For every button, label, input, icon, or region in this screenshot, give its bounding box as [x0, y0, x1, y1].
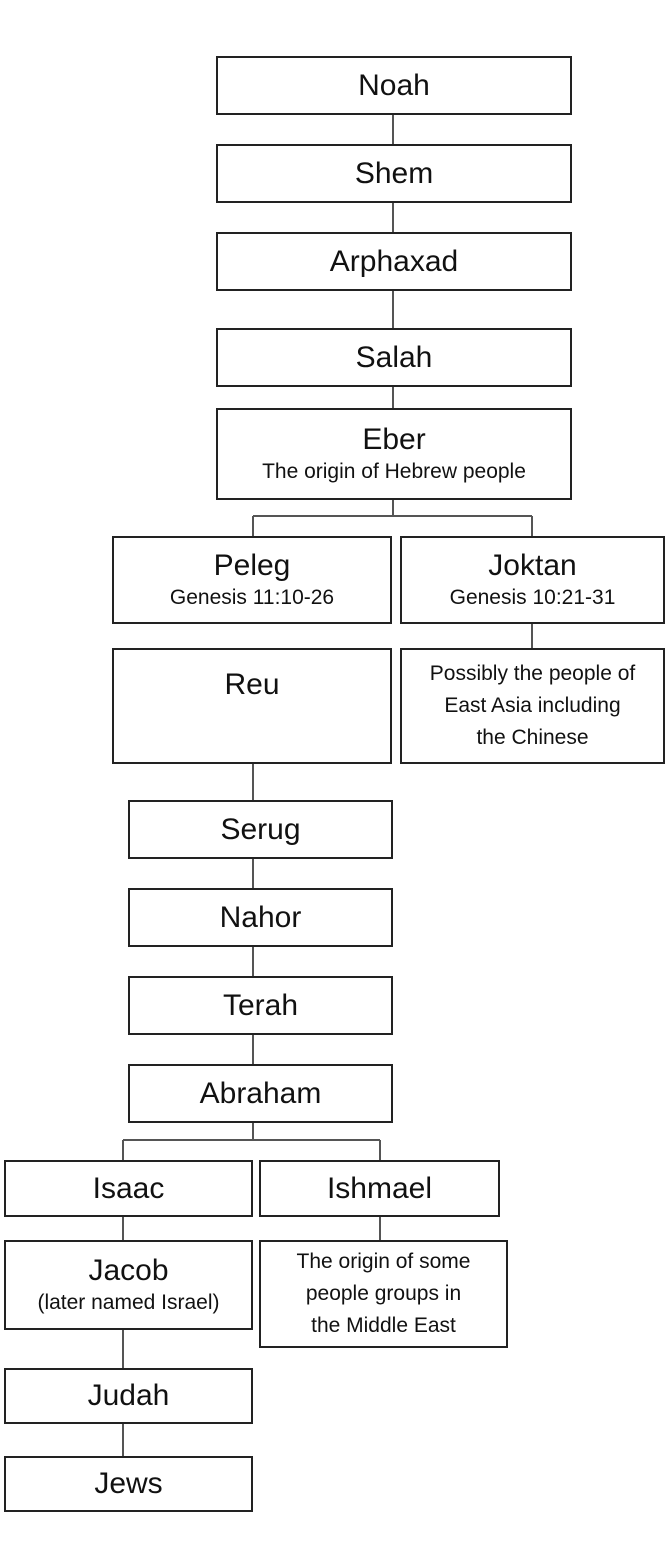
node-title: Reu — [224, 668, 280, 701]
node-ishmael-note: The origin of some people groups in the … — [259, 1240, 508, 1348]
node-title: Salah — [355, 340, 433, 374]
node-subtitle: (later named Israel) — [37, 1291, 220, 1314]
node-reu: Reu — [112, 648, 392, 764]
note-line: Possibly the people of — [429, 662, 636, 685]
node-ishmael: Ishmael — [259, 1160, 500, 1217]
node-title: Jacob — [88, 1254, 169, 1287]
node-title: Isaac — [92, 1171, 165, 1205]
node-title: Noah — [358, 68, 430, 102]
node-nahor: Nahor — [128, 888, 393, 947]
node-title: Abraham — [199, 1076, 322, 1110]
node-title: Eber — [362, 423, 426, 456]
node-peleg: Peleg Genesis 11:10-26 — [112, 536, 392, 624]
node-jacob: Jacob (later named Israel) — [4, 1240, 253, 1330]
note-line: the Middle East — [311, 1314, 456, 1337]
note-line: people groups in — [305, 1282, 462, 1305]
node-joktan-note: Possibly the people of East Asia includi… — [400, 648, 665, 764]
node-title: Serug — [220, 812, 301, 846]
node-noah: Noah — [216, 56, 572, 115]
node-arphaxad: Arphaxad — [216, 232, 572, 291]
node-salah: Salah — [216, 328, 572, 387]
node-eber: Eber The origin of Hebrew people — [216, 408, 572, 500]
note-line: the Chinese — [476, 726, 589, 749]
node-title: Terah — [222, 988, 299, 1022]
node-title: Shem — [354, 156, 434, 190]
node-subtitle: Genesis 11:10-26 — [169, 586, 335, 609]
node-title: Jews — [94, 1467, 163, 1500]
node-shem: Shem — [216, 144, 572, 203]
node-isaac: Isaac — [4, 1160, 253, 1217]
node-serug: Serug — [128, 800, 393, 859]
note-line: East Asia including — [444, 694, 621, 717]
node-subtitle: The origin of Hebrew people — [262, 460, 526, 483]
node-judah: Judah — [4, 1368, 253, 1424]
node-title: Joktan — [488, 549, 577, 582]
note-line: The origin of some — [296, 1250, 471, 1273]
node-title: Nahor — [219, 900, 302, 934]
node-subtitle: Genesis 10:21-31 — [449, 586, 616, 609]
node-title: Judah — [87, 1379, 170, 1412]
node-jews: Jews — [4, 1456, 253, 1512]
node-title: Peleg — [213, 549, 291, 582]
node-joktan: Joktan Genesis 10:21-31 — [400, 536, 665, 624]
node-title: Arphaxad — [329, 244, 459, 278]
node-terah: Terah — [128, 976, 393, 1035]
node-title: Ishmael — [326, 1171, 433, 1205]
node-abraham: Abraham — [128, 1064, 393, 1123]
